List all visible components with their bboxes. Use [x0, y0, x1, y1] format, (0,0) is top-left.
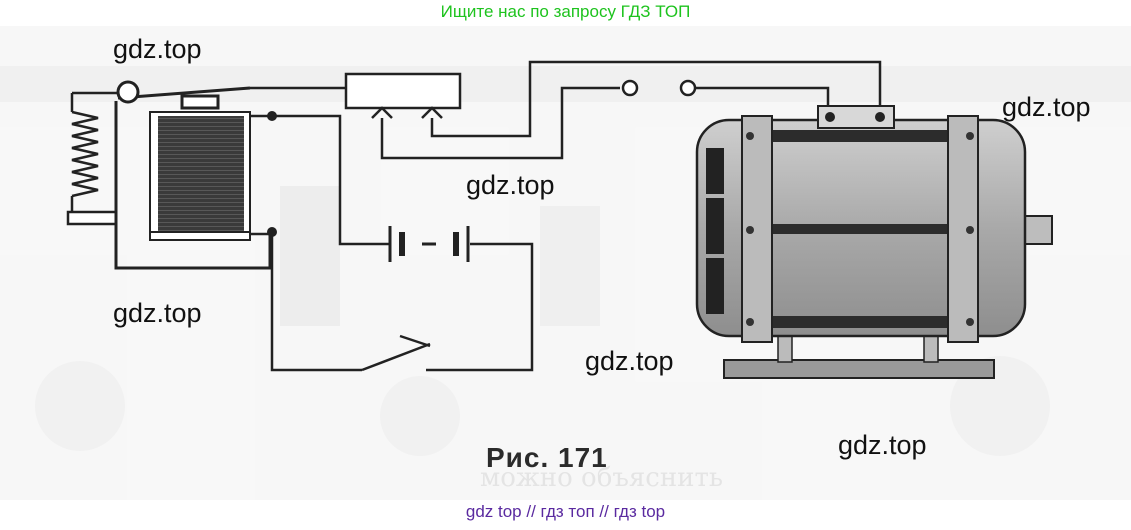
circuit-diagram: можно объяснить [0, 26, 1131, 500]
junction-dot [267, 111, 277, 121]
battery [388, 226, 470, 262]
switch [361, 342, 431, 372]
top-banner: Ищите нас по запросу ГДЗ ТОП [440, 2, 691, 21]
watermark-2: gdz.top [1002, 92, 1091, 122]
bottom-banner: gdz top // гдз топ // гдз top [0, 502, 1131, 526]
bottom-banner-separator: // [599, 502, 609, 521]
bottom-banner-separator: // [526, 502, 536, 521]
watermark-6: gdz.top [838, 430, 927, 460]
watermark-5: gdz.top [585, 346, 674, 376]
circuit-wires [250, 60, 882, 372]
watermark-1: gdz.top [113, 34, 202, 64]
background-text: можно объяснить [480, 463, 723, 493]
bottom-banner-part-2: гдз топ [540, 502, 595, 521]
terminal-circle [621, 79, 639, 97]
relay-coil [149, 111, 251, 241]
junction-dot [267, 227, 277, 237]
figure-caption: Рис. 171 [486, 442, 608, 473]
bottom-banner-part-3: гдз top [613, 502, 666, 521]
watermark-3: gdz.top [466, 170, 555, 200]
rheostat [344, 72, 462, 119]
motor-terminal-box [817, 105, 895, 129]
relay-frame [114, 80, 272, 270]
diagram-scene: можно объяснить [0, 26, 1131, 500]
watermark-4: gdz.top [113, 298, 202, 328]
electric-motor [695, 105, 1053, 379]
terminal-circle [679, 79, 697, 97]
bottom-banner-part-1: gdz top [465, 502, 522, 521]
